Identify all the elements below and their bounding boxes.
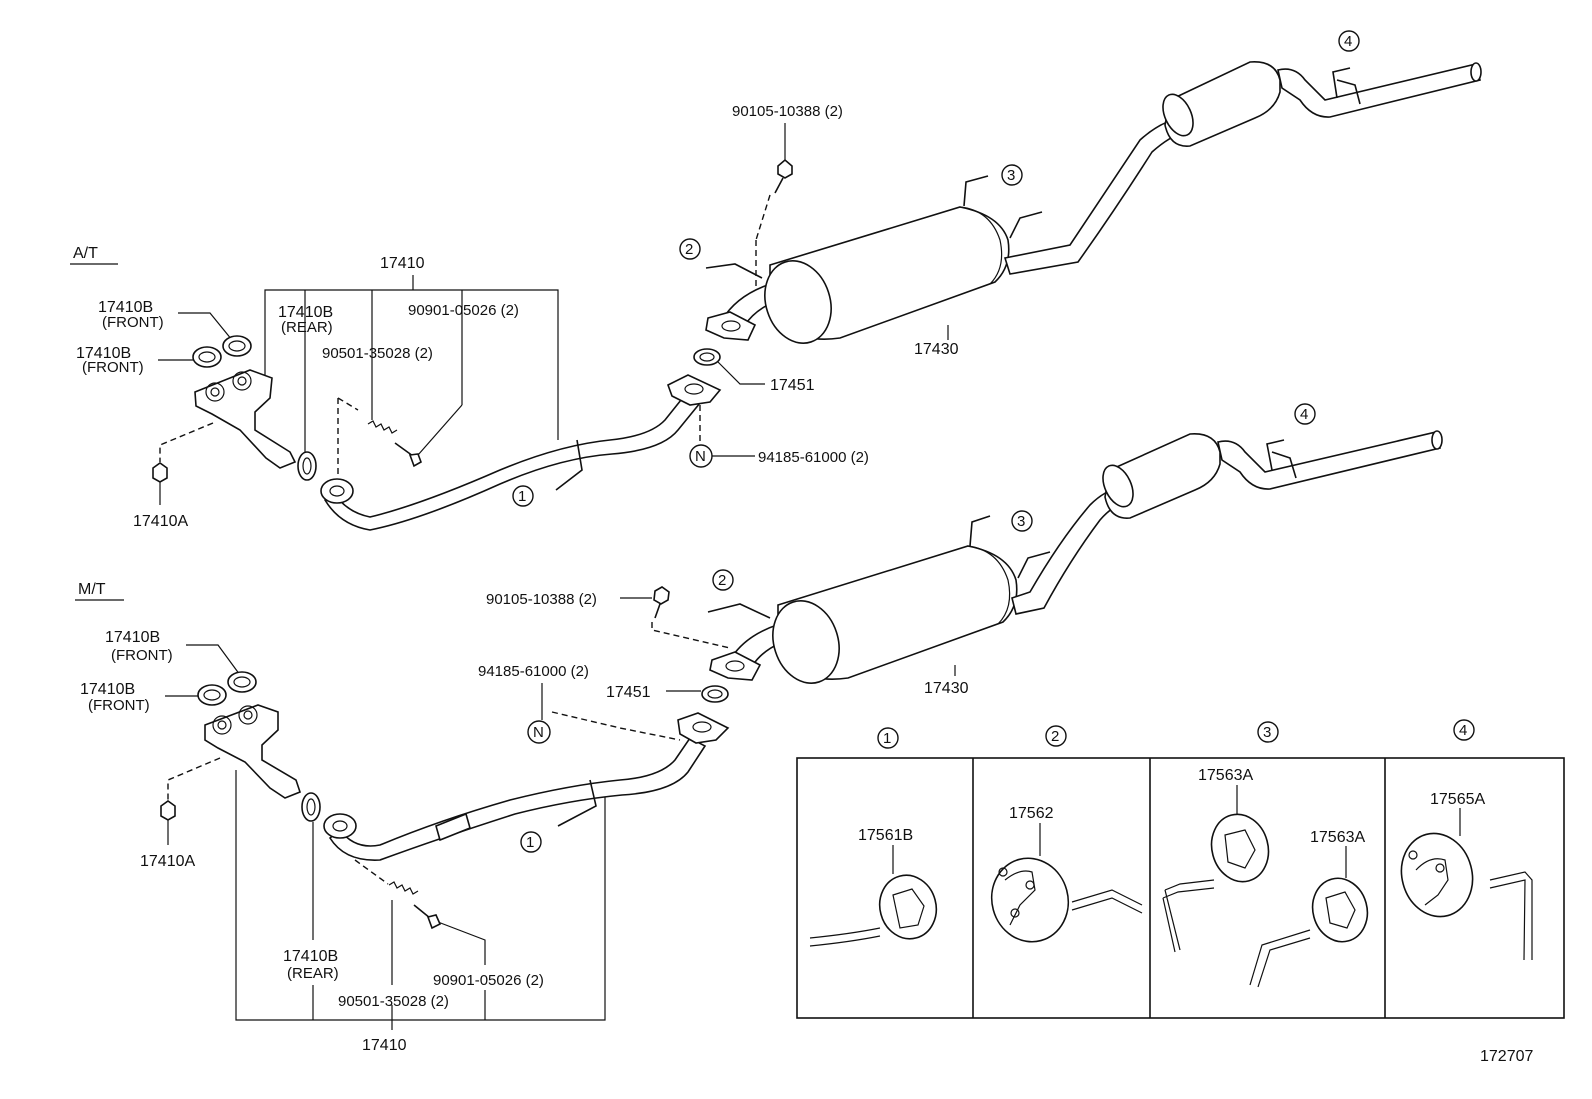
hanger-17563a-lower <box>1249 877 1369 988</box>
mt-callout-3-text: 3 <box>1017 513 1025 530</box>
at-gasket <box>693 348 721 366</box>
mt-callout-3 <box>1011 510 1033 532</box>
mt-muffler <box>707 515 1051 684</box>
at-callout-3-text: 3 <box>1007 167 1015 184</box>
at-front-pipe <box>324 393 702 531</box>
mt-gasket-front-2-label: 17410B <box>80 681 135 698</box>
mt-muffler-label: 17430 <box>924 680 969 697</box>
hanger-inset: 1 2 3 4 17561B 17562 <box>796 719 1565 1019</box>
inset-header-4-text: 4 <box>1459 722 1467 739</box>
at-gasket-rear-label: 17410B <box>278 304 333 321</box>
at-n-marker-text: N <box>695 448 706 465</box>
inset-header-2 <box>1045 725 1067 747</box>
at-bolt-top-label: 90105-10388 (2) <box>732 103 843 120</box>
at-callout-4 <box>1338 30 1360 52</box>
mt-bolt-label: 90901-05026 (2) <box>433 972 544 989</box>
mt-gasket-rear-label: 17410B <box>283 948 338 965</box>
at-bolt-top <box>777 158 793 179</box>
at-gasket-rear-note: (REAR) <box>281 319 333 336</box>
at-gasket-front-1-note: (FRONT) <box>102 314 164 331</box>
at-spring <box>367 420 398 434</box>
at-callout-2-text: 2 <box>685 241 693 258</box>
at-callout-4-text: 4 <box>1344 33 1352 50</box>
inset-part-17565a: 17565A <box>1430 791 1485 808</box>
at-gasket-front-2-note: (FRONT) <box>82 359 144 376</box>
mt-nut <box>160 800 176 821</box>
mt-callout-2 <box>712 569 734 591</box>
hanger-17561b <box>809 874 938 947</box>
inset-header-1-text: 1 <box>883 730 891 747</box>
at-bolt <box>394 442 422 468</box>
at-gasket-label: 17451 <box>770 377 815 394</box>
inset-part-17563a-lower: 17563A <box>1310 829 1365 846</box>
mt-gasket <box>701 685 729 703</box>
mt-nut-label: 17410A <box>140 853 195 870</box>
at-spring-label: 90501-35028 (2) <box>322 345 433 362</box>
mt-callout-4 <box>1294 403 1316 425</box>
at-nut-n-label: 94185-61000 (2) <box>758 449 869 466</box>
figure-id: 172707 <box>1480 1048 1533 1065</box>
at-gasket-front-1 <box>222 335 252 357</box>
mt-nut-n-label: 94185-61000 (2) <box>478 663 589 680</box>
mt-gasket-front-1-note: (FRONT) <box>111 647 173 664</box>
at-nut-label: 17410A <box>133 513 188 530</box>
at-callout-3 <box>1001 164 1023 186</box>
mt-front-flange <box>204 704 301 799</box>
at-callout-1-text: 1 <box>518 488 526 505</box>
hanger-17562 <box>990 857 1143 943</box>
at-muffler <box>705 175 1043 344</box>
mt-callout-1 <box>520 831 542 853</box>
mt-section: M/T 17410B (FRONT) 17410B (FRONT) 17410A <box>75 403 1443 1054</box>
mt-gasket-front-2 <box>197 684 227 706</box>
at-muffler-label: 17430 <box>914 341 959 358</box>
hanger-17565a <box>1400 832 1533 961</box>
mt-gasket-rear <box>301 792 321 822</box>
at-gasket-rear <box>297 451 317 481</box>
at-pipe-flange <box>667 374 722 406</box>
at-callout-1 <box>512 485 534 507</box>
at-section-label: A/T <box>73 245 98 262</box>
at-nut <box>152 462 168 483</box>
mt-bolt-top <box>653 586 670 605</box>
mt-gasket-front-2-note: (FRONT) <box>88 697 150 714</box>
mt-bolt-top-label: 90105-10388 (2) <box>486 591 597 608</box>
mt-callout-2-text: 2 <box>718 572 726 589</box>
mt-section-label: M/T <box>78 581 106 598</box>
mt-pipe-flange <box>677 712 730 744</box>
at-tailpipe <box>1003 61 1482 275</box>
mt-gasket-label: 17451 <box>606 684 651 701</box>
mt-spring-label: 90501-35028 (2) <box>338 993 449 1010</box>
hanger-17563a-upper <box>1162 813 1270 953</box>
inset-header-3 <box>1257 721 1279 743</box>
inset-header-4 <box>1453 719 1475 741</box>
mt-front-pipe <box>328 736 707 861</box>
mt-tailpipe <box>1011 430 1443 615</box>
inset-part-17562: 17562 <box>1009 805 1054 822</box>
at-callout-2 <box>679 238 701 260</box>
at-bolt-label: 90901-05026 (2) <box>408 302 519 319</box>
inset-part-17563a-upper: 17563A <box>1198 767 1253 784</box>
at-gasket-front-1-label: 17410B <box>98 299 153 316</box>
mt-bolt <box>413 904 442 930</box>
at-assy-label: 17410 <box>380 255 425 272</box>
at-section: A/T 17410 17410B (FRONT) 17410B (FRONT) … <box>70 30 1482 531</box>
inset-header-1 <box>877 727 899 749</box>
inset-header-3-text: 3 <box>1263 724 1271 741</box>
mt-callout-1-text: 1 <box>526 834 534 851</box>
at-front-flange <box>194 369 297 469</box>
inset-part-17561b: 17561B <box>858 827 913 844</box>
mt-gasket-front-1 <box>227 671 257 693</box>
at-gasket-front-2-label: 17410B <box>76 345 131 362</box>
mt-n-marker-text: N <box>533 724 544 741</box>
at-gasket-front-2 <box>192 346 222 368</box>
mt-spring <box>388 881 419 895</box>
inset-header-2-text: 2 <box>1051 728 1059 745</box>
mt-assy-label: 17410 <box>362 1037 407 1054</box>
mt-gasket-rear-note: (REAR) <box>287 965 339 982</box>
mt-gasket-front-1-label: 17410B <box>105 629 160 646</box>
mt-n-marker <box>527 720 551 744</box>
mt-callout-4-text: 4 <box>1300 406 1308 423</box>
